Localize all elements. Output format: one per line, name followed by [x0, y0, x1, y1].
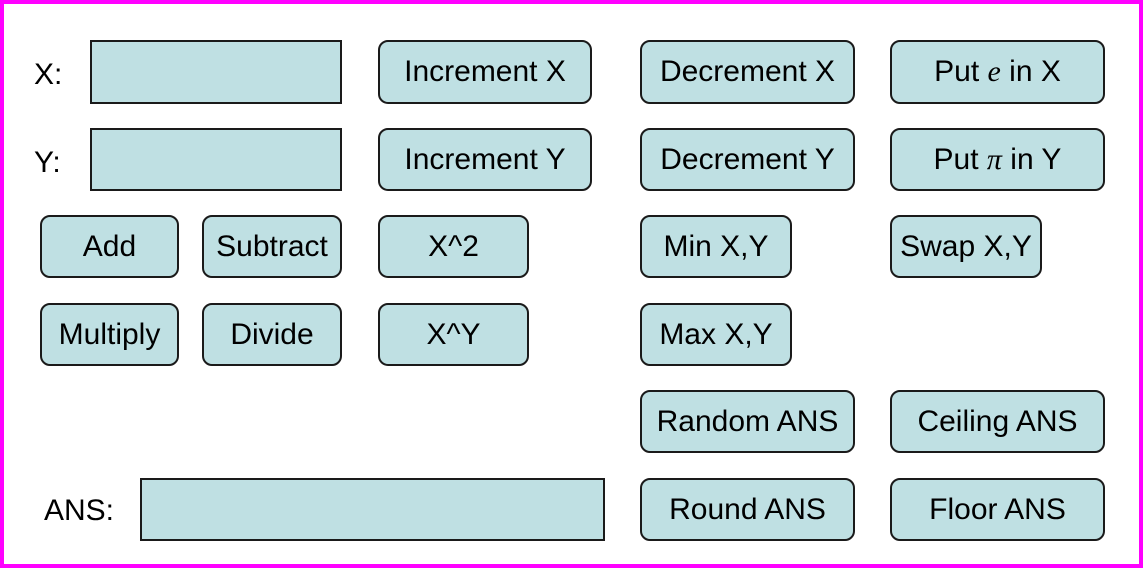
y-label: Y: — [34, 146, 61, 179]
put-pi-prefix: Put — [933, 142, 987, 176]
put-e-suffix: in X — [1000, 55, 1061, 88]
random-ans-button[interactable]: Random ANS — [640, 390, 855, 453]
divide-button[interactable]: Divide — [202, 303, 342, 366]
ans-label: ANS: — [44, 494, 115, 527]
subtract-button[interactable]: Subtract — [202, 215, 342, 278]
x-squared-button[interactable]: X^2 — [378, 215, 529, 278]
pi-symbol: π — [986, 142, 1002, 176]
x-label: X: — [34, 58, 63, 91]
floor-ans-button[interactable]: Floor ANS — [890, 478, 1105, 541]
put-e-prefix: Put — [934, 55, 988, 88]
max-xy-button[interactable]: Max X,Y — [640, 303, 792, 366]
min-xy-button[interactable]: Min X,Y — [640, 215, 792, 278]
ans-field[interactable] — [140, 478, 605, 541]
add-button[interactable]: Add — [40, 215, 179, 278]
x-pow-y-button[interactable]: X^Y — [378, 303, 529, 366]
put-pi-suffix: in Y — [1001, 142, 1062, 176]
round-ans-button[interactable]: Round ANS — [640, 478, 855, 541]
decrement-x-button[interactable]: Decrement X — [640, 40, 855, 104]
ceiling-ans-button[interactable]: Ceiling ANS — [890, 390, 1105, 453]
increment-x-button[interactable]: Increment X — [378, 40, 592, 104]
x-field[interactable] — [90, 40, 342, 104]
put-e-in-x-button[interactable]: Put e in X — [890, 40, 1105, 104]
swap-xy-button[interactable]: Swap X,Y — [890, 215, 1042, 278]
multiply-button[interactable]: Multiply — [40, 303, 179, 366]
decrement-y-button[interactable]: Decrement Y — [640, 128, 855, 191]
y-field[interactable] — [90, 128, 342, 191]
put-pi-in-y-button[interactable]: Put π in Y — [890, 128, 1105, 191]
e-symbol: e — [987, 55, 1001, 88]
increment-y-button[interactable]: Increment Y — [378, 128, 592, 191]
